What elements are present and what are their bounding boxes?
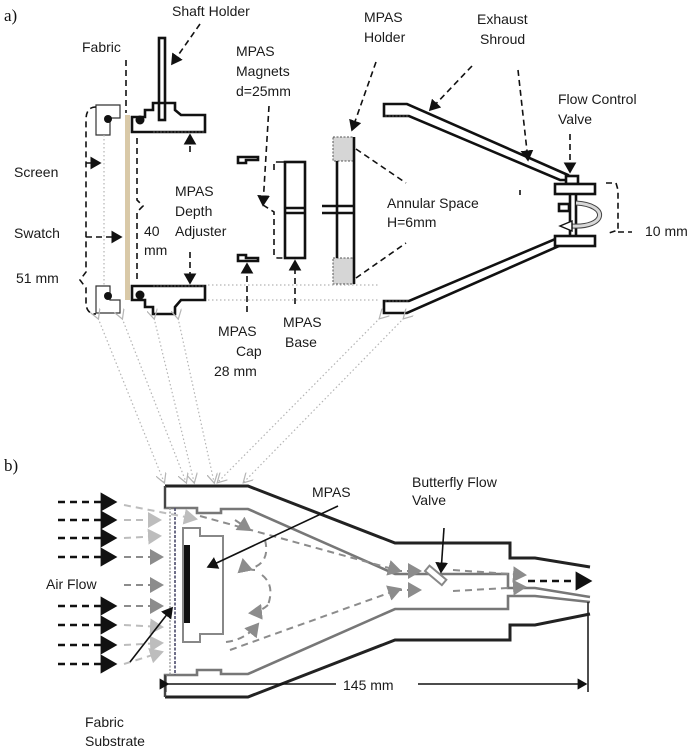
panel-a-label: a) [4,6,17,25]
svg-text:MPAS: MPAS [283,314,322,330]
mpas-cap-label: MPAS Cap 28 mm [214,323,262,379]
dim-51mm-label: 51 mm [16,270,59,286]
svg-text:Flow Control: Flow Control [558,91,637,107]
swatch-label: Swatch [14,225,60,241]
dim-145mm-label: 145 mm [343,677,394,693]
svg-text:Exhaust: Exhaust [477,11,528,27]
leader-lines-a [79,23,632,315]
mpas-cap-bottom [236,253,260,263]
panel-b-label: b) [4,456,18,475]
svg-text:H=6mm: H=6mm [387,214,436,230]
svg-text:Annular Space: Annular Space [387,195,479,211]
mpas-magnets-label: MPAS Magnets d=25mm [236,43,291,99]
assembled-housing [163,484,591,699]
svg-text:Butterfly Flow: Butterfly Flow [412,474,498,490]
svg-text:Cap: Cap [236,343,262,359]
svg-text:Substrate: Substrate [85,733,145,749]
svg-text:Base: Base [285,334,317,350]
depth-adjuster-top [130,36,207,134]
svg-text:Valve: Valve [558,111,592,127]
screen-label: Screen [14,164,58,180]
mpas-holder-label: MPAS Holder [364,9,406,45]
svg-text:MPAS: MPAS [364,9,403,25]
fabric-substrate-label: Fabric Substrate [85,714,145,749]
shaft-holder-label: Shaft Holder [172,3,250,19]
screen-frame [95,104,121,314]
air-flow-label: Air Flow [46,576,97,592]
svg-text:Depth: Depth [175,203,212,219]
svg-text:Fabric: Fabric [85,714,124,730]
dim-10mm-label: 10 mm [645,223,688,239]
mpas-assembled [182,527,224,643]
dim-40mm-label: 40 mm [144,223,167,258]
svg-text:mm: mm [144,242,167,258]
mpas-base-label: MPAS Base [283,314,322,350]
svg-text:Magnets: Magnets [236,63,290,79]
svg-text:MPAS: MPAS [236,43,275,59]
svg-text:Valve: Valve [412,492,446,508]
fabric-label: Fabric [82,39,121,55]
svg-text:d=25mm: d=25mm [236,83,291,99]
mpas-cap-top [236,155,260,165]
flow-control-valve-label: Flow Control Valve [558,91,637,127]
alignment-guides [98,284,404,482]
svg-text:Shroud: Shroud [480,31,525,47]
svg-text:MPAS: MPAS [218,323,257,339]
exhaust-shroud-label: Exhaust Shroud [477,11,528,47]
butterfly-valve [423,564,448,587]
butterfly-flow-valve-label: Butterfly Flow Valve [412,474,498,508]
fabric-substrate [169,508,176,675]
flow-control-valve [553,174,602,248]
depth-adjuster-bottom [130,284,207,316]
leader-lines-b [129,505,449,663]
svg-text:28 mm: 28 mm [214,363,257,379]
svg-text:Adjuster: Adjuster [175,223,227,239]
mpas-holder [322,136,356,285]
svg-text:Holder: Holder [364,29,406,45]
mpas-depth-adjuster-label: MPAS Depth Adjuster [175,183,227,239]
svg-text:MPAS: MPAS [175,183,214,199]
mpas-label: MPAS [312,484,351,500]
annular-space-label: Annular Space H=6mm [387,195,479,230]
svg-text:40: 40 [144,223,160,239]
mpas-base [283,160,307,260]
fabric-swatch [125,115,130,300]
dimension-145mm [159,602,589,692]
